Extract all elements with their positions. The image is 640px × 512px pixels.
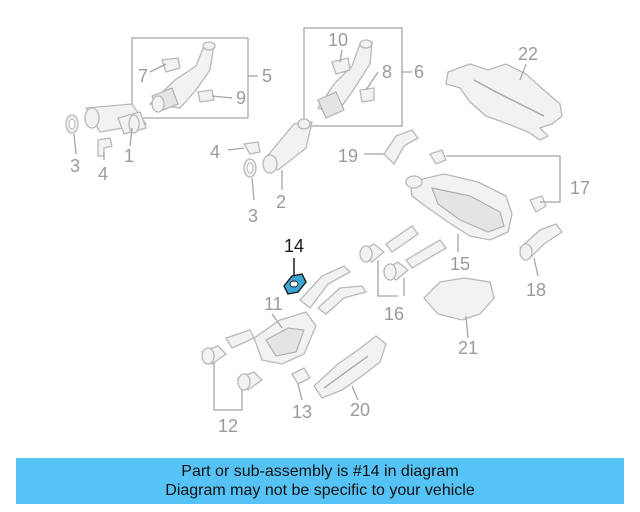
callout-numbers: 1 2 3 3 4 4 5 6 7 8 9 10 11 12 13 14 15 … [70, 30, 590, 436]
group-box-5 [131, 37, 258, 119]
heat-shield-upper [445, 63, 563, 141]
heat-shield-20 [313, 335, 387, 399]
clamp-16-a [358, 243, 386, 263]
callout-8: 8 [382, 62, 392, 82]
lower-cat-right [262, 118, 313, 174]
catalytic-converter-left [148, 41, 216, 113]
callout-17: 17 [570, 178, 590, 198]
callout-14-highlighted: 14 [284, 236, 304, 256]
center-pipes [299, 265, 368, 315]
callout-6: 6 [414, 62, 424, 82]
banner-line-part-number: Part or sub-assembly is #14 in diagram [181, 463, 459, 480]
bracket-right [242, 141, 261, 155]
pipe-19 [383, 129, 419, 166]
callout-11: 11 [264, 294, 283, 314]
group-box-6 [303, 27, 412, 127]
info-banner: Part or sub-assembly is #14 in diagram D… [16, 458, 624, 504]
catalytic-converter-right [316, 39, 375, 119]
callout-1: 1 [124, 146, 134, 166]
callout-2: 2 [276, 192, 286, 212]
callout-5: 5 [262, 66, 272, 86]
callout-4-right: 4 [210, 142, 220, 162]
leader-lines [73, 49, 561, 411]
rear-muffler [385, 173, 513, 269]
hanger-17-bottom [529, 195, 547, 213]
callout-3-left: 3 [70, 156, 80, 176]
callout-7: 7 [138, 66, 148, 86]
callout-12: 12 [218, 416, 238, 436]
lower-cat-left [84, 103, 148, 135]
tail-pipe-18 [519, 223, 563, 261]
callout-4-left: 4 [98, 164, 108, 184]
callout-9: 9 [236, 88, 246, 108]
callout-16: 16 [384, 304, 404, 324]
clamp-12-a [200, 345, 228, 365]
callout-18: 18 [526, 280, 546, 300]
clamp-16-b [382, 261, 410, 281]
callout-19: 19 [338, 146, 358, 166]
heat-shield-21 [423, 277, 495, 321]
center-muffler [225, 311, 317, 365]
hanger-14-highlighted [283, 273, 307, 295]
bracket-left [97, 137, 113, 157]
exhaust-system-diagram: 1 2 3 3 4 4 5 6 7 8 9 10 11 12 13 14 15 … [65, 27, 590, 436]
callout-21: 21 [458, 338, 478, 358]
hanger-17-top [429, 149, 447, 165]
callout-10: 10 [328, 30, 348, 50]
callout-13: 13 [292, 402, 312, 422]
bracket-13 [291, 367, 311, 385]
callout-15: 15 [450, 254, 470, 274]
callout-20: 20 [350, 400, 370, 420]
callout-3-right: 3 [248, 206, 258, 226]
clamp-12-b [236, 371, 264, 391]
gasket-right [243, 158, 257, 178]
banner-line-disclaimer: Diagram may not be specific to your vehi… [165, 482, 475, 499]
gasket-left [65, 114, 79, 134]
callout-22: 22 [518, 44, 538, 64]
